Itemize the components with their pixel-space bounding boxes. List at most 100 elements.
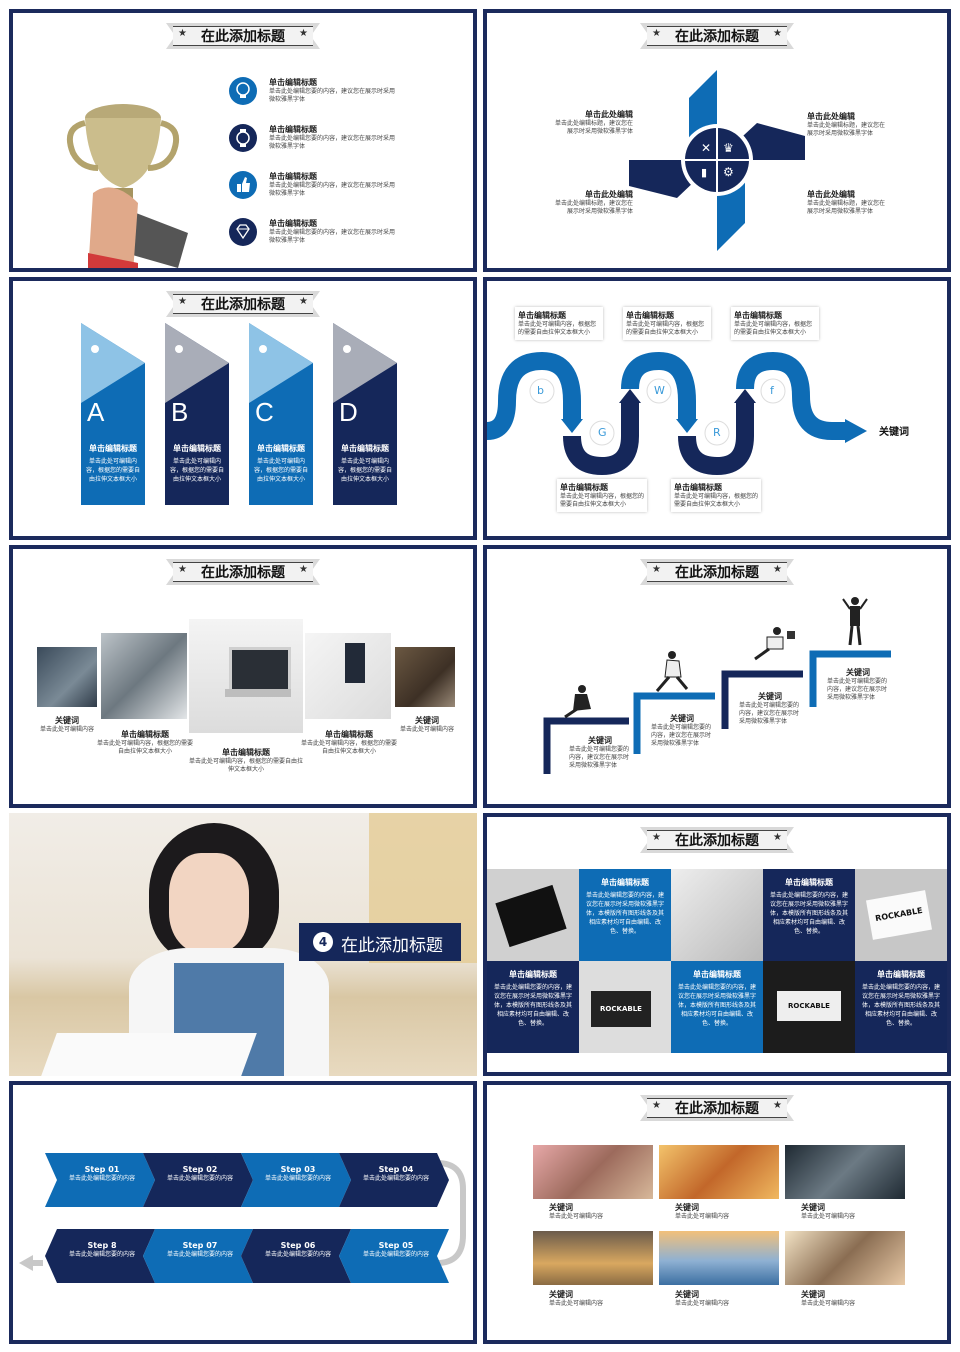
option-column-d: D 单击编辑标题 单击此处可编辑内容，根据您的需要自由拉伸文本框大小	[333, 323, 397, 505]
star-icon: ★	[773, 1100, 782, 1111]
slide-1[interactable]: ★ ★ 在此添加标题 单击编辑标题 单击此处编辑您要的内容，建议您在展示时采用微…	[9, 9, 477, 272]
step-letter: G	[598, 426, 607, 439]
slide-8[interactable]: ★ ★ 在此添加标题 单击编辑标题 单击此处编辑您要的内容，建议您在展示时采用微…	[483, 813, 951, 1076]
slide-7[interactable]: 4 在此添加标题	[9, 813, 477, 1076]
slide-title: 在此添加标题	[201, 297, 285, 313]
step-title: 关键词	[846, 668, 870, 677]
slide-10[interactable]: ★ ★ 在此添加标题 关键词单击此处可编辑内容 关键词单击此处可编辑内容 关键词…	[483, 1081, 951, 1344]
caption-title: 关键词	[801, 1203, 825, 1212]
process-step-chevron	[241, 1153, 351, 1207]
feature-title: 单击编辑标题	[269, 125, 317, 134]
star-icon: ★	[652, 832, 661, 843]
slide-title: 在此添加标题	[675, 565, 759, 581]
cell-body: 单击此处编辑您要的内容，建议您在展示时采用微软雅黑字体，本模版所有图形线条及其相…	[493, 984, 572, 1027]
callout-title: 单击编辑标题	[626, 311, 674, 320]
star-icon: ★	[773, 564, 782, 575]
cell-title: 单击编辑标题	[877, 970, 925, 979]
stair-step-label: 关键词 单击此处可编辑您要的内容，建议您在展示时采用微软雅黑字体	[651, 713, 713, 748]
book-photo	[671, 869, 763, 961]
callout-body: 单击此处可编辑内容，根据您的需要自由拉伸文本框大小	[626, 321, 705, 336]
slide-3[interactable]: ★ ★ 在此添加标题 A 单击编辑标题 单击此处可编辑内容，根据您的需要自由拉伸…	[9, 277, 477, 540]
slide-title-banner: ★ ★ 在此添加标题	[166, 23, 320, 49]
brand-photo: ROCKABLE	[579, 961, 671, 1053]
label-title: 单击此处编辑	[585, 190, 633, 199]
process-chevrons	[19, 1153, 466, 1283]
slide-title: 在此添加标题	[201, 29, 285, 45]
label-body: 单击此处编辑标题，建议您在展示时采用微软雅黑字体	[807, 122, 886, 137]
grid-text-cell: 单击编辑标题 单击此处编辑您要的内容，建议您在展示时采用微软雅黑字体，本模版所有…	[671, 961, 763, 1053]
bottom-callout: 单击编辑标题 单击此处可编辑内容，根据您的需要自由拉伸文本框大小	[671, 479, 761, 512]
brand-photo: ROCKABLE	[763, 961, 855, 1053]
caption-title: 单击编辑标题	[222, 748, 270, 757]
svg-text:♛: ♛	[723, 141, 734, 155]
step-letter: b	[537, 384, 544, 397]
cell-title: 单击编辑标题	[693, 970, 741, 979]
caption-body: 单击此处可编辑内容，根据您的需要自由拉伸文本框大小	[301, 740, 398, 755]
city-photo	[533, 1145, 653, 1199]
star-icon: ★	[652, 28, 661, 39]
option-body: 单击此处可编辑内容，根据您的需要自由拉伸文本框大小	[253, 458, 308, 483]
cell-body: 单击此处编辑您要的内容，建议您在展示时采用微软雅黑字体，本模版所有图形线条及其相…	[769, 892, 848, 935]
grid-text-cell: 单击编辑标题 单击此处编辑您要的内容，建议您在展示时采用微软雅黑字体，本模版所有…	[487, 961, 579, 1053]
office-photo	[305, 633, 391, 719]
feature-item: 单击编辑标题 单击此处编辑您要的内容，建议您在展示时采用微软雅黑字体	[229, 73, 409, 113]
process-step-chevron	[143, 1153, 253, 1207]
caption-body: 单击此处可编辑内容	[39, 726, 94, 733]
caption-body: 单击此处可编辑内容	[549, 1300, 604, 1307]
grid-text-cell: 单击编辑标题 单击此处编辑您要的内容，建议您在展示时采用微软雅黑字体，本模版所有…	[763, 869, 855, 961]
option-column-c: C 单击编辑标题 单击此处可编辑内容，根据您的需要自由拉伸文本框大小	[249, 323, 313, 505]
slide-6[interactable]: ★ ★ 在此添加标题 关键词 单击此处可编辑您要的内容，建议您在展示时采用微软雅…	[483, 545, 951, 808]
stair-step-label: 关键词 单击此处可编辑您要的内容，建议您在展示时采用微软雅黑字体	[569, 735, 631, 770]
step-title: 关键词	[670, 714, 694, 723]
option-letter: B	[171, 397, 189, 427]
photo-caption: 单击编辑标题 单击此处可编辑内容，根据您的需要自由拉伸文本框大小	[97, 729, 193, 756]
svg-text:✕: ✕	[701, 141, 711, 155]
option-letter: C	[255, 397, 274, 427]
caption-title: 关键词	[675, 1290, 699, 1299]
watch-icon	[229, 124, 257, 152]
diamond-icon	[229, 218, 257, 246]
stair-step-label: 关键词 单击此处可编辑您要的内容，建议您在展示时采用微软雅黑字体	[739, 691, 801, 726]
feature-item: 单击编辑标题 单击此处编辑您要的内容，建议您在展示时采用微软雅黑字体	[229, 120, 409, 160]
process-step-chevron	[143, 1229, 253, 1283]
slide-title: 在此添加标题	[675, 1101, 759, 1117]
field-photo	[533, 1231, 653, 1285]
option-title: 单击编辑标题	[173, 444, 221, 453]
caption-title: 关键词	[415, 716, 439, 725]
slide-title-banner: ★ ★ 在此添加标题	[166, 559, 320, 585]
feature-body: 单击此处编辑您要的内容，建议您在展示时采用微软雅黑字体	[269, 229, 396, 244]
label-title: 单击此处编辑	[807, 190, 855, 199]
top-callout: 单击编辑标题 单击此处可编辑内容，根据您的需要自由拉伸文本框大小	[731, 307, 819, 340]
caption-body: 单击此处可编辑内容	[675, 1300, 730, 1307]
photo-caption: 关键词单击此处可编辑内容	[675, 1289, 729, 1308]
callout-body: 单击此处可编辑内容，根据您的需要自由拉伸文本框大小	[560, 493, 645, 508]
office-photo	[101, 633, 187, 719]
caption-body: 单击此处可编辑内容，根据您的需要自由拉伸文本框大小	[189, 758, 304, 773]
feature-item: 单击编辑标题 单击此处编辑您要的内容，建议您在展示时采用微软雅黑字体	[229, 167, 409, 207]
cell-body: 单击此处编辑您要的内容，建议您在展示时采用微软雅黑字体，本模版所有图形线条及其相…	[585, 892, 664, 935]
slide-4[interactable]: b G W R f 关键词 单击编辑标题 单击此处可编辑内容，根据您的需要自由拉…	[483, 277, 951, 540]
slide-2[interactable]: ★ ★ 在此添加标题 ✕ ♛ ▮ ⚙ 单击此处编辑 单击此处编辑标题，建议您在展…	[483, 9, 951, 272]
option-title: 单击编辑标题	[341, 444, 389, 453]
caption-body: 单击此处可编辑内容	[801, 1213, 856, 1220]
brand-label: ROCKABLE	[777, 991, 841, 1021]
photo-caption: 关键词 单击此处可编辑内容	[37, 715, 97, 734]
step-title: Step 01	[84, 1165, 120, 1174]
process-step-chevron	[339, 1153, 449, 1207]
step-title: Step 05	[378, 1241, 414, 1250]
star-icon: ★	[299, 296, 308, 307]
star-icon: ★	[299, 564, 308, 575]
star-icon: ★	[773, 28, 782, 39]
step-body: 单击此处可编辑您要的内容，建议您在展示时采用微软雅黑字体	[827, 678, 888, 701]
step-title: 关键词	[758, 692, 782, 701]
slide-5[interactable]: ★ ★ 在此添加标题 关键词 单击此处可编辑内容 单击编辑标题 单击此处可编辑内…	[9, 545, 477, 808]
caption-title: 单击编辑标题	[121, 730, 169, 739]
step-title: 关键词	[588, 736, 612, 745]
callout-body: 单击此处可编辑内容，根据您的需要自由拉伸文本框大小	[734, 321, 813, 336]
